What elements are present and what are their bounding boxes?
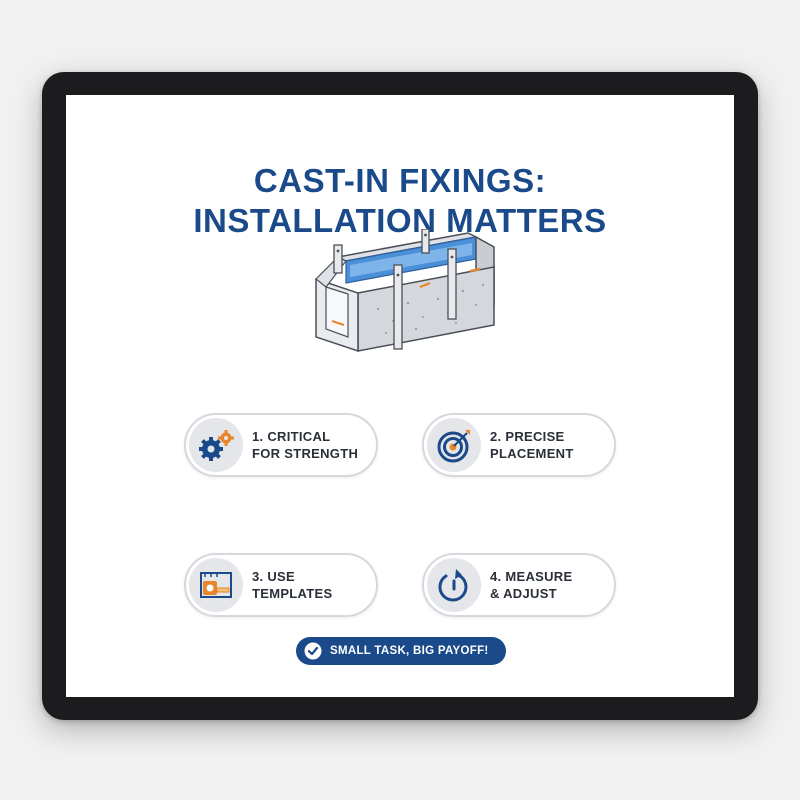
card-measure-and-adjust[interactable]: 4. MEASURE & ADJUST bbox=[422, 553, 616, 617]
check-circle-icon bbox=[304, 642, 322, 660]
template-tape-icon bbox=[189, 558, 243, 612]
card-label: 2. PRECISE PLACEMENT bbox=[490, 429, 574, 461]
card-use-templates[interactable]: 3. USE TEMPLATES bbox=[184, 553, 378, 617]
card-label: 4. MEASURE & ADJUST bbox=[490, 569, 573, 601]
title-line-2: INSTALLATION MATTERS bbox=[193, 202, 607, 239]
target-icon bbox=[427, 418, 481, 472]
concrete-beam-illustration bbox=[315, 229, 495, 353]
card-label: 3. USE TEMPLATES bbox=[252, 569, 333, 601]
payoff-badge: SMALL TASK, BIG PAYOFF! bbox=[296, 637, 506, 665]
card-label: 1. CRITICAL FOR STRENGTH bbox=[252, 429, 359, 461]
tablet-screen: CAST-IN FIXINGS: INSTALLATION MATTERS bbox=[66, 95, 734, 697]
gears-icon bbox=[189, 418, 243, 472]
title-line-1: CAST-IN FIXINGS: bbox=[253, 162, 547, 199]
card-critical-for-strength[interactable]: 1. CRITICAL FOR STRENGTH bbox=[184, 413, 378, 477]
page-title: CAST-IN FIXINGS: INSTALLATION MATTERS bbox=[66, 161, 734, 241]
adjust-dial-icon bbox=[427, 558, 481, 612]
tablet-frame: CAST-IN FIXINGS: INSTALLATION MATTERS bbox=[42, 72, 758, 720]
badge-label: SMALL TASK, BIG PAYOFF! bbox=[330, 645, 489, 657]
card-precise-placement[interactable]: 2. PRECISE PLACEMENT bbox=[422, 413, 616, 477]
